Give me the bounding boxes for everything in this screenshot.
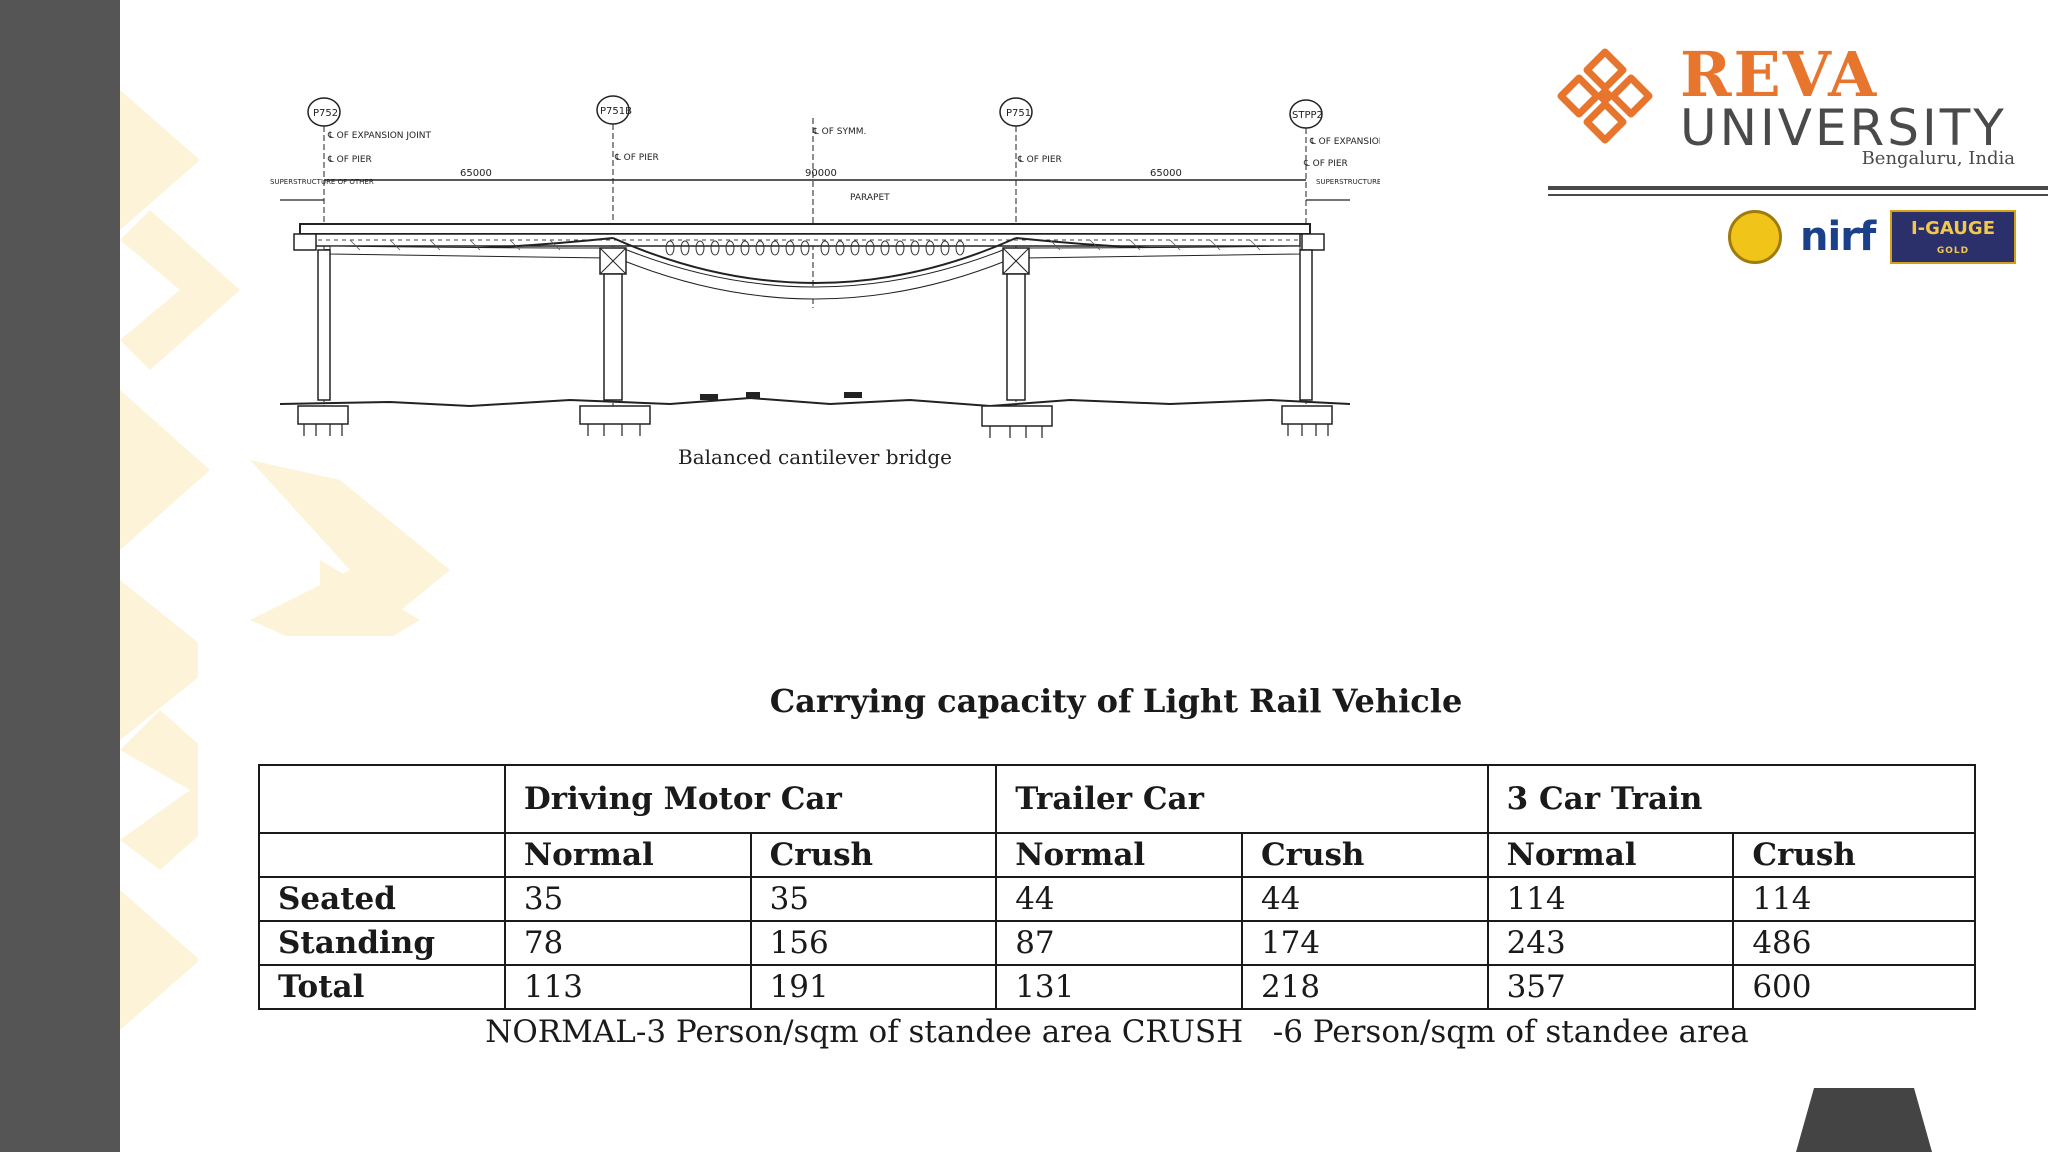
header-corner <box>258 832 506 878</box>
row-label: Seated <box>258 876 506 922</box>
group-header: 3 Car Train <box>1486 764 1977 834</box>
igauge-badge: I-GAUGE GOLD <box>1890 210 2016 264</box>
annotation: ℄ OF EXPANSION JO <box>1309 137 1380 147</box>
figure-caption: Balanced cantilever bridge <box>678 445 952 469</box>
table-cell: 78 <box>503 920 752 966</box>
annotation: PARAPET <box>850 193 890 203</box>
pier-label: P751 <box>1006 108 1031 119</box>
reva-emblem-icon <box>1557 48 1653 144</box>
table-cell: 131 <box>995 964 1243 1010</box>
left-side-bar <box>0 0 120 1152</box>
dimension: 65000 <box>1150 168 1182 179</box>
annotation: ℄ OF PIER <box>327 155 372 165</box>
table-cell: 156 <box>749 920 998 966</box>
background-pattern <box>120 90 450 1030</box>
table-footnote: NORMAL-3 Person/sqm of standee area CRUS… <box>485 1014 1749 1050</box>
annotation: SUPERSTRUCTURE OF OTHER <box>270 178 374 186</box>
table-cell: 44 <box>995 876 1243 922</box>
corner-decoration <box>1796 1088 1932 1152</box>
table-cell: 114 <box>1486 876 1735 922</box>
table-cell: 114 <box>1732 876 1976 922</box>
table-title: Carrying capacity of Light Rail Vehicle <box>769 682 1463 720</box>
table-cell: 486 <box>1732 920 1976 966</box>
table-subheader-row: Normal Crush Normal Crush Normal Crush <box>258 832 1976 878</box>
university-logo: REVA UNIVERSITY Bengaluru, India <box>1555 40 2015 180</box>
table-cell: 35 <box>749 876 998 922</box>
aicte-seal-icon <box>1728 210 1782 264</box>
table-cell: 357 <box>1486 964 1735 1010</box>
nirf-logo: nirf <box>1800 214 1876 260</box>
annotation: ℄ OF SYMM. <box>812 127 866 137</box>
bridge-drawing: P752 P751B P751 STPP2 ℄ OF EXPANSION JOI… <box>270 95 1380 438</box>
table-header-row: Driving Motor Car Trailer Car 3 Car Trai… <box>258 764 1977 834</box>
table-cell: 174 <box>1240 920 1489 966</box>
table-cell: 218 <box>1240 964 1489 1010</box>
table-cell: 600 <box>1732 964 1976 1010</box>
table-cell: 87 <box>995 920 1243 966</box>
annotation: ℄ OF EXPANSION JOINT <box>327 131 432 141</box>
row-label: Total <box>258 964 506 1010</box>
table-cell: 113 <box>503 964 752 1010</box>
annotation: ℄ OF PIER <box>614 153 659 163</box>
logo-name-line2: UNIVERSITY <box>1680 99 2007 157</box>
table-cell: 243 <box>1486 920 1735 966</box>
header-corner <box>258 764 506 834</box>
subheader: Normal <box>995 832 1243 878</box>
table-row: Standing 78 156 87 174 243 486 <box>258 920 1976 966</box>
subheader: Crush <box>749 832 998 878</box>
annotation: ℄ OF PIER <box>1303 159 1348 169</box>
table-cell: 191 <box>749 964 998 1010</box>
annotation: ℄ OF PIER <box>1017 155 1062 165</box>
logo-divider-thin <box>1548 194 2048 196</box>
igauge-tier: GOLD <box>1936 246 1970 256</box>
annotation: SUPERSTRUCTURE OF OTHER <box>1316 178 1380 186</box>
accreditation-badges: nirf I-GAUGE GOLD <box>1728 210 2018 266</box>
row-label: Standing <box>258 920 506 966</box>
subheader: Crush <box>1732 832 1976 878</box>
table-row: Total 113 191 131 218 357 600 <box>258 964 1976 1010</box>
dimension: 65000 <box>460 168 492 179</box>
subheader: Crush <box>1240 832 1489 878</box>
table-cell: 44 <box>1240 876 1489 922</box>
subheader: Normal <box>503 832 752 878</box>
pier-label: STPP2 <box>1292 110 1323 121</box>
pier-labels <box>307 95 1323 129</box>
igauge-label: I-GAUGE <box>1910 218 1995 239</box>
table-cell: 35 <box>503 876 752 922</box>
table-row: Seated 35 35 44 44 114 114 <box>258 876 1976 922</box>
logo-divider <box>1548 186 2048 190</box>
subheader: Normal <box>1486 832 1735 878</box>
pier-label: P751B <box>600 106 632 117</box>
capacity-table: Driving Motor Car Trailer Car 3 Car Trai… <box>258 764 1977 1010</box>
group-header: Trailer Car <box>995 764 1489 834</box>
dimension: 90000 <box>805 168 837 179</box>
group-header: Driving Motor Car <box>503 764 998 834</box>
logo-location: Bengaluru, India <box>1861 148 2015 169</box>
pier-label: P752 <box>313 108 338 119</box>
logo-name-line1: REVA <box>1680 38 1879 111</box>
